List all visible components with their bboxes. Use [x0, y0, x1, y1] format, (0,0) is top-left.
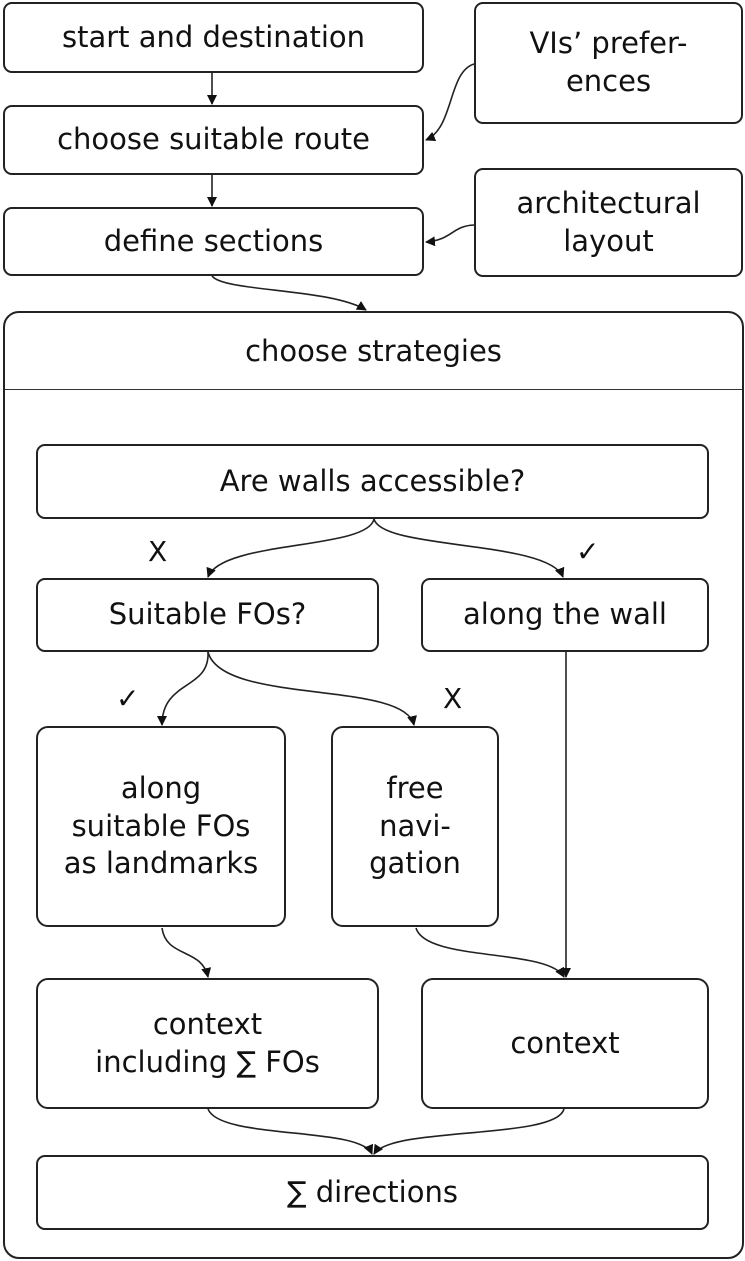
arrow-context-fos-to-directions — [207, 1108, 374, 1155]
start-destination-box: start and destination — [3, 2, 424, 73]
walls-accessible-box: Are walls accessible? — [36, 444, 709, 519]
arrow-walls-to-fos — [206, 518, 375, 578]
arrow-fos-to-along — [157, 651, 209, 726]
along-wall-box: along the wall — [421, 578, 709, 652]
yes-walls-mark: ✓ — [576, 535, 600, 568]
arrow-along-to-context-fos — [161, 927, 212, 978]
context-box: context — [421, 978, 709, 1109]
arrow-sections-to-strategies — [211, 275, 367, 311]
arrow-prefs-to-route — [425, 63, 475, 142]
define-sections-box: define sections — [3, 207, 424, 276]
suitable-fos-box: Suitable FOs? — [36, 578, 379, 652]
no-fos-mark: X — [443, 682, 463, 715]
directions-box: ∑ directions — [36, 1155, 709, 1230]
choose-strategies-title: choose strategies — [5, 313, 742, 390]
choose-route-box: choose suitable route — [3, 105, 424, 175]
free-navigation-box: free navi- gation — [331, 726, 499, 927]
arrow-fos-to-free — [207, 651, 417, 726]
arrow-free-to-context — [415, 927, 565, 978]
arrow-layout-to-sections — [425, 224, 475, 247]
vis-preferences-box: VIs’ prefer- ences — [474, 2, 743, 124]
along-suitable-fos-box: along suitable FOs as landmarks — [36, 726, 286, 927]
yes-fos-mark: ✓ — [116, 682, 140, 715]
arrow-context-to-directions — [373, 1108, 565, 1155]
context-fos-box: context including ∑ FOs — [36, 978, 379, 1109]
architectural-layout-box: architectural layout — [474, 168, 743, 277]
arrow-walls-to-wall — [373, 518, 565, 578]
no-walls-mark: X — [148, 535, 168, 568]
